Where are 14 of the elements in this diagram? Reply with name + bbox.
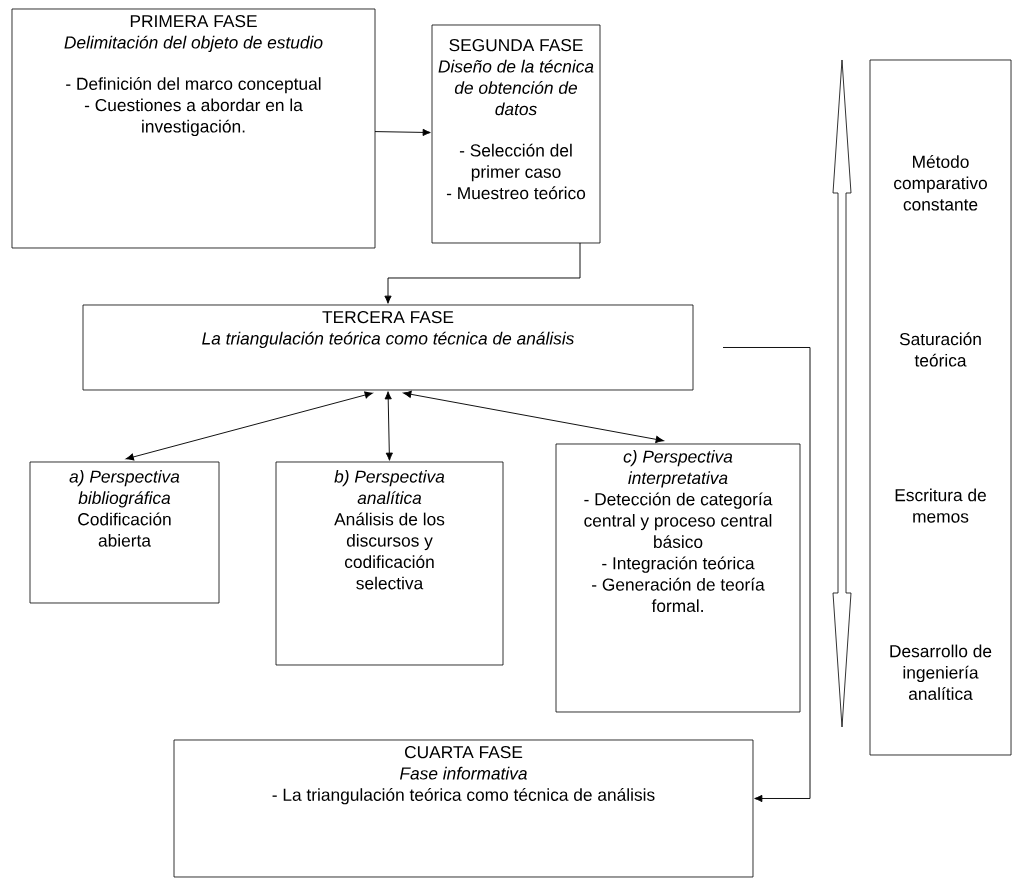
arrow bbox=[374, 128, 431, 136]
phase-box: TERCERA FASE La triangulación teórica como técnica de análisis bbox=[82, 304, 694, 391]
arrow bbox=[384, 391, 393, 461]
arrow bbox=[125, 391, 373, 461]
perspective-box: c) Perspectiva interpretativa - Detección de categoría central y proceso central básico - Integración teórica - Generación de teoría formal. bbox=[555, 443, 801, 713]
perspective-box: a) Perspectiva bibliográfica Codificación abierta bbox=[29, 461, 220, 604]
arrow bbox=[403, 390, 664, 443]
phase-box: PRIMERA FASE Delimitación del objeto de estudio - Definición del marco conceptual - Cuestiones a abordar en la investigación. bbox=[11, 8, 376, 249]
perspective-box: b) Perspectiva analítica Análisis de los discursos y codificación selectiva bbox=[275, 461, 504, 666]
arrow bbox=[722, 347, 811, 803]
phase-box: SEGUNDA FASE Diseño de la técnica de obtención de datos - Selección del primer caso - Muestreo teórico bbox=[431, 24, 601, 244]
arrow bbox=[384, 242, 581, 304]
phase-box: CUARTA FASE Fase informativa - La triangulación teórica como técnica de análisis bbox=[173, 739, 754, 878]
concept-box: Método comparativo constante Saturación teórica Escritura de memos Desarrollo de ingeniería analítica bbox=[869, 59, 1012, 756]
